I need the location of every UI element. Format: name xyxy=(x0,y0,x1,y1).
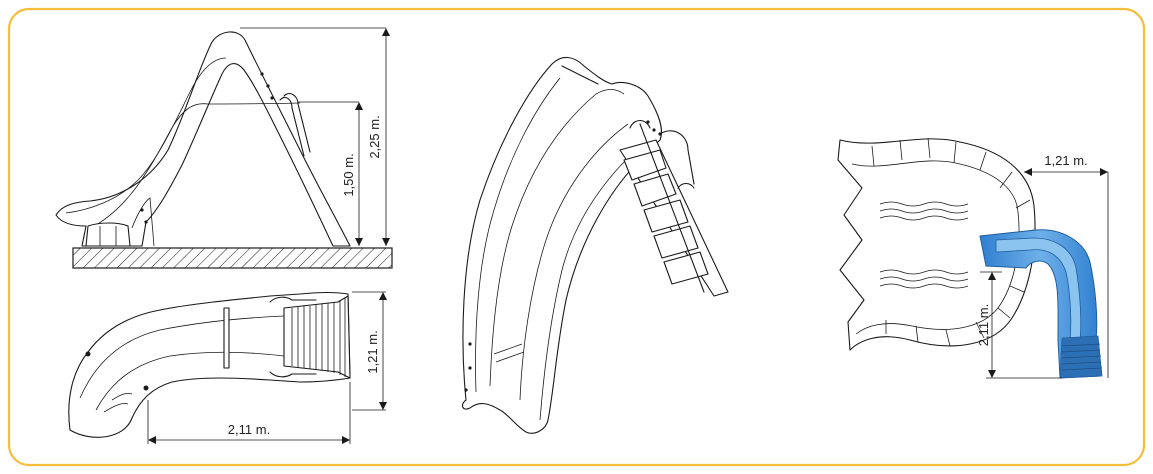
top-slide-body xyxy=(68,291,351,438)
ground-hatch xyxy=(72,247,393,269)
dim-width-top: 1,21 m. xyxy=(365,330,380,373)
dim-height-platform: 1,50 m. xyxy=(341,153,356,196)
dim-pool-width: 1,21 m. xyxy=(1044,153,1087,168)
side-slide-body xyxy=(55,31,351,247)
dim-height-total: 2,25 m. xyxy=(367,115,382,158)
top-view: 1,21 m. 2,11 m. xyxy=(68,291,387,444)
dim-pool-length: 2,11 m. xyxy=(976,304,991,346)
side-elevation-view: 2,25 m. 1,50 m. xyxy=(55,27,393,269)
perspective-view xyxy=(461,56,729,434)
dim-length-top: 2,11 m. xyxy=(228,422,270,437)
perspective-slide-body xyxy=(461,56,663,434)
pool-outline xyxy=(837,138,1036,351)
pool-plan-view: 1,21 m. 2,11 m. xyxy=(837,137,1109,379)
